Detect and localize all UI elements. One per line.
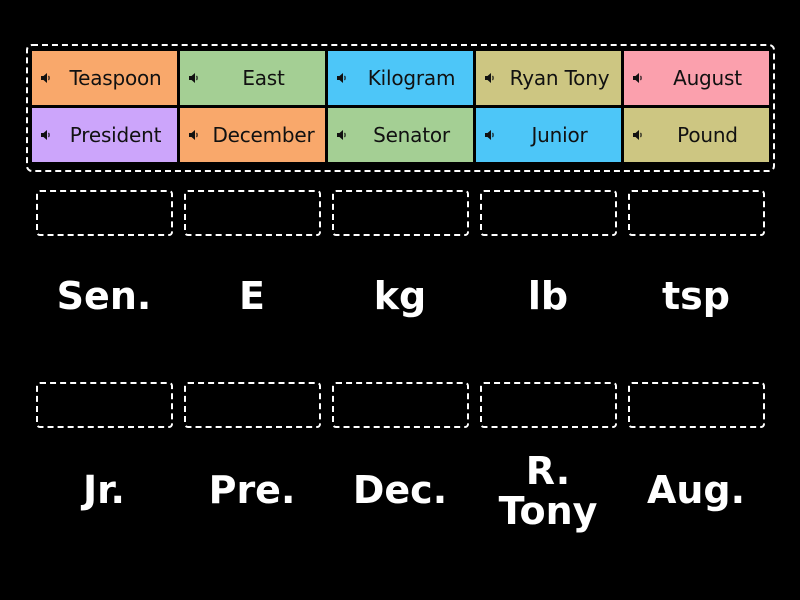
drop-slot[interactable] bbox=[36, 190, 173, 236]
drop-slot[interactable] bbox=[480, 382, 617, 428]
tile-label: Junior bbox=[531, 123, 588, 147]
abbreviation-label: E bbox=[239, 274, 265, 318]
abbreviation-label: Jr. bbox=[83, 468, 125, 512]
tile-label: Pound bbox=[677, 123, 738, 147]
speaker-icon[interactable] bbox=[188, 128, 202, 142]
abbreviation-label: R. Tony bbox=[498, 449, 598, 533]
tile-label: Teaspoon bbox=[69, 66, 162, 90]
speaker-icon[interactable] bbox=[632, 71, 646, 85]
drop-slot[interactable] bbox=[184, 190, 321, 236]
answer-tile[interactable]: August bbox=[624, 51, 769, 105]
abbreviation-label: kg bbox=[373, 274, 427, 318]
speaker-icon[interactable] bbox=[336, 71, 350, 85]
tile-label: President bbox=[69, 123, 162, 147]
speaker-icon[interactable] bbox=[336, 128, 350, 142]
answer-tile[interactable]: Teaspoon bbox=[32, 51, 177, 105]
abbreviation-label: Pre. bbox=[208, 468, 296, 512]
tile-label: August bbox=[673, 66, 742, 90]
abbreviation-label: Sen. bbox=[56, 274, 152, 318]
speaker-icon[interactable] bbox=[484, 71, 498, 85]
answer-tile[interactable]: Senator bbox=[328, 108, 473, 162]
drop-slot[interactable] bbox=[628, 382, 765, 428]
speaker-icon[interactable] bbox=[632, 128, 646, 142]
drop-slot[interactable] bbox=[628, 190, 765, 236]
answer-tile[interactable]: East bbox=[180, 51, 325, 105]
abbreviation-label: lb bbox=[527, 274, 569, 318]
speaker-icon[interactable] bbox=[188, 71, 202, 85]
answer-tile[interactable]: President bbox=[32, 108, 177, 162]
tile-label: Kilogram bbox=[367, 66, 456, 90]
tile-label: East bbox=[242, 66, 285, 90]
tile-label: Ryan Tony bbox=[509, 66, 610, 90]
answer-tile[interactable]: December bbox=[180, 108, 325, 162]
speaker-icon[interactable] bbox=[40, 71, 54, 85]
drop-slot[interactable] bbox=[36, 382, 173, 428]
abbreviation-label: Dec. bbox=[352, 468, 448, 512]
drop-slot[interactable] bbox=[184, 382, 321, 428]
answer-tile[interactable]: Kilogram bbox=[328, 51, 473, 105]
tile-label: December bbox=[212, 123, 315, 147]
tile-label: Senator bbox=[373, 123, 450, 147]
drop-slot[interactable] bbox=[480, 190, 617, 236]
answer-tile[interactable]: Ryan Tony bbox=[476, 51, 621, 105]
speaker-icon[interactable] bbox=[40, 128, 54, 142]
abbreviation-label: Aug. bbox=[646, 468, 746, 512]
abbreviation-label: tsp bbox=[662, 274, 730, 318]
drop-slot[interactable] bbox=[332, 190, 469, 236]
speaker-icon[interactable] bbox=[484, 128, 498, 142]
answer-tile-tray bbox=[26, 44, 775, 172]
answer-tile[interactable]: Pound bbox=[624, 108, 769, 162]
drop-slot[interactable] bbox=[332, 382, 469, 428]
answer-tile[interactable]: Junior bbox=[476, 108, 621, 162]
